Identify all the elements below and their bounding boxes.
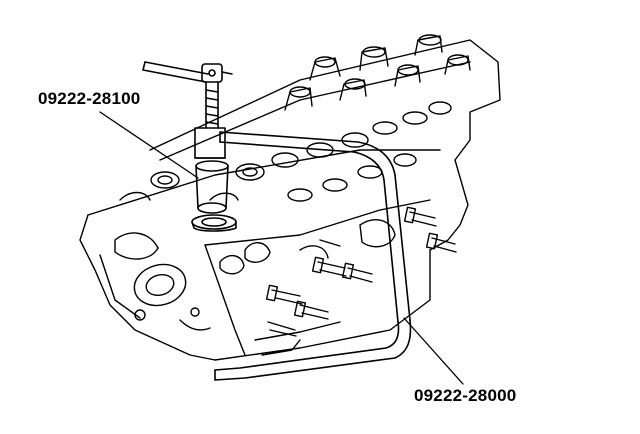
leader-line-attachment (99, 111, 199, 179)
side-ports (254, 219, 396, 341)
leader-lines (99, 111, 464, 385)
camshaft-bosses (284, 34, 471, 111)
valve-pockets (119, 101, 452, 202)
compressor-attachment (191, 160, 237, 232)
leader-line-compressor (403, 317, 464, 385)
t-handle-screw (142, 61, 233, 159)
manifold-studs (219, 206, 457, 356)
callout-valve-spring-compressor: 09222-28000 (414, 386, 517, 405)
valve-spring-compressor-tool (142, 61, 412, 381)
callout-valve-spring-compressor-attachment: 09222-28100 (38, 89, 141, 108)
cylinder-head-body (79, 39, 501, 361)
